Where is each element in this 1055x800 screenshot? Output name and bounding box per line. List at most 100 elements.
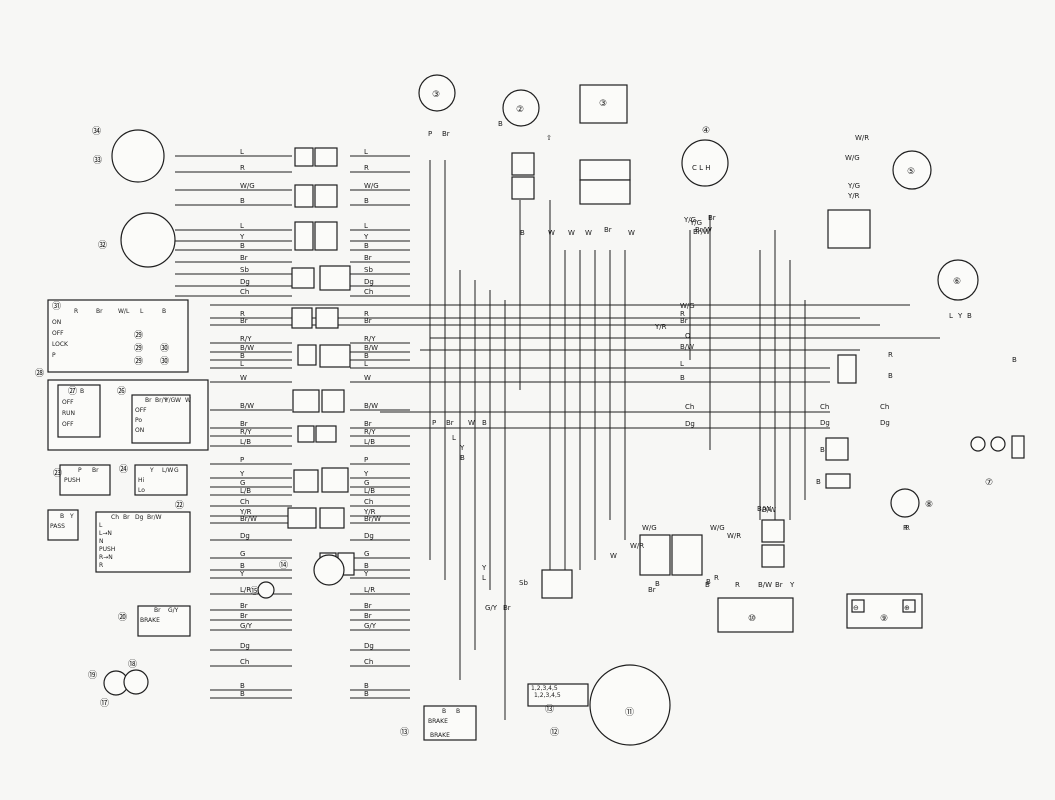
left-wire-label: B/W	[240, 344, 254, 352]
bus-wire-label: B/W	[762, 506, 776, 514]
left-wire-label: Y	[239, 233, 245, 241]
c10-y-label: Y	[789, 581, 795, 589]
label-c11: ⑪	[625, 707, 634, 718]
left-wire-label: B	[240, 242, 245, 250]
label-c22: ㉒	[175, 500, 184, 511]
bus-wire-label: Y/R	[847, 192, 860, 200]
bus-wire-label: W/G	[710, 524, 725, 532]
bus-wire-label: Ch	[880, 403, 889, 411]
bus-wire-label: R	[680, 310, 685, 318]
table-row-label: N	[99, 538, 104, 545]
left-wire-label: B/W	[240, 402, 254, 410]
table-header-cell: Br	[154, 607, 161, 614]
left-wire-label: L	[240, 222, 244, 230]
right-wire-label: L	[364, 360, 368, 368]
table-header-cell: L/W	[162, 467, 173, 474]
table-header-cell: Br	[96, 308, 103, 315]
table-header-cell: G	[174, 467, 179, 474]
bus-wire-label: B	[520, 229, 525, 237]
right-wire-label: G	[364, 550, 369, 558]
table-header-cell: B	[456, 708, 460, 715]
right-wire-label: P	[364, 456, 368, 464]
table-row-label: ON	[52, 319, 61, 326]
c6-b-label: B	[967, 312, 972, 320]
left-wire-label: Y	[239, 470, 245, 478]
left-wire-label: B	[240, 352, 245, 360]
table-row-label: P	[52, 352, 56, 359]
left-wire-label: Br	[240, 317, 248, 325]
right-wire-label: Dg	[364, 642, 374, 650]
table-header-cell: W/L	[118, 308, 130, 315]
label-c17: ⑰	[100, 698, 109, 709]
bus-wire-label: W	[548, 229, 555, 237]
right-wire-label: R/Y	[364, 335, 376, 343]
right-wire-label: B/W	[364, 344, 378, 352]
bus-wire-label: L	[452, 434, 456, 442]
table-header-cell: Ch	[111, 514, 119, 521]
right-wire-label: Y	[363, 470, 369, 478]
bus-wire-label: B	[460, 454, 465, 462]
label-c33: ㉝	[93, 155, 102, 166]
table-header-cell: Br/W	[147, 514, 162, 521]
table-header-cell: Br/Y	[155, 397, 168, 404]
label-c32: ㉜	[98, 240, 107, 251]
right-wire-label: B/W	[364, 402, 378, 410]
left-wire-label: L	[240, 148, 244, 156]
right-wire-label: Sb	[364, 266, 373, 274]
label-c10: ⑩	[748, 614, 756, 624]
left-wire-label: Br/W	[240, 515, 257, 523]
bus-wire-label: W	[568, 229, 575, 237]
table-row-label: L→N	[99, 530, 112, 537]
bus-wire-label: Br	[648, 586, 656, 594]
left-wire-label: B	[240, 682, 245, 690]
c4-br-label: Br	[708, 214, 716, 222]
bus-wire-label: Dg	[685, 420, 695, 428]
table-header-cell: B	[80, 388, 84, 395]
table-header-cell: 1,2,3,4,5	[531, 685, 558, 692]
table-row-label: PASS	[50, 523, 65, 530]
right-wire-label: Dg	[364, 532, 374, 540]
label-c24: ㉔	[119, 464, 128, 475]
right-wire-label: Br	[364, 254, 372, 262]
table-header-cell: B	[442, 708, 446, 715]
label-c31: ㉛	[52, 301, 61, 312]
right-wire-label: Y/R	[363, 508, 376, 516]
left-wire-label: Y/R	[239, 508, 252, 516]
label-c14: ⑭	[279, 560, 288, 571]
bus-wire-label: L	[680, 360, 684, 368]
table-header-cell: W	[175, 397, 181, 404]
right-wire-label: L/R	[364, 586, 375, 594]
table-header-cell: Dg	[135, 514, 144, 521]
right-wire-label: Br/W	[364, 515, 381, 523]
bus-wire-label: B	[816, 478, 821, 486]
bus-wire-label: B	[888, 372, 893, 380]
right-wire-label: Ch	[364, 288, 373, 296]
table-header-cell: Y	[69, 513, 74, 520]
c9-minus-label: ⊖	[853, 604, 859, 612]
left-wire-label: R/Y	[240, 335, 252, 343]
left-wire-label: G/Y	[240, 622, 253, 630]
right-wire-label: Y	[363, 570, 369, 578]
label-c15: ⑮	[250, 586, 259, 597]
label-c7: ⑦	[985, 478, 993, 488]
label-c18: ⑱	[128, 659, 137, 670]
bus-wire-label: Y	[459, 444, 465, 452]
label-c9: ⑨	[880, 614, 888, 624]
c4-brw-label: Br/W	[693, 228, 710, 236]
bus-wire-label: W/R	[855, 134, 869, 142]
table-row-label: ON	[135, 427, 144, 434]
bus-wire-label: Y/G	[689, 219, 702, 227]
right-wire-label: Br	[364, 317, 372, 325]
connectors	[287, 147, 871, 599]
label-c29b: ㉙	[134, 343, 143, 354]
label-c2: ②	[516, 105, 524, 115]
left-wire-label: G	[240, 479, 245, 487]
bus-wire-label: W/G	[642, 524, 657, 532]
table-row-label: PUSH	[99, 546, 115, 553]
c3a-p-label: P	[428, 130, 432, 138]
labels: ③ ② ③ ④ ⑤ ⑥ ⑦ ⑧ ⑨ ⑩ ⑪ ⑫ ⑬ ⑬ ⑭ ⑮ ⑰ ⑱ ⑲ ⑳ …	[35, 90, 993, 738]
table-header-cell: R	[74, 308, 78, 315]
label-c20: ⑳	[118, 612, 127, 623]
